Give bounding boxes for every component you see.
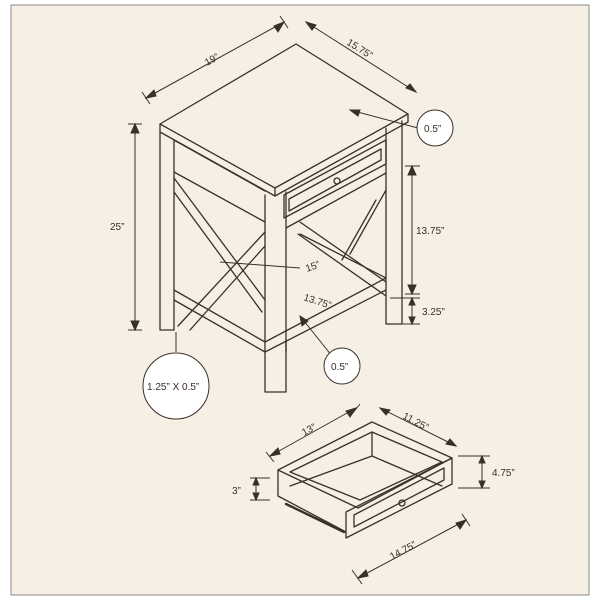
label-drawer-front-height: 4.75” — [492, 468, 515, 479]
lower-shelf-front — [173, 289, 387, 353]
label-shelf-thickness: 0.5” — [331, 362, 348, 373]
lower-shelf-top — [173, 233, 387, 343]
background-panel — [10, 4, 590, 596]
label-leg-size: 1.25” X 0.5” — [147, 382, 199, 393]
dim-line-depth — [305, 21, 417, 93]
label-table-height: 25” — [110, 222, 124, 233]
callout-circle-shelf — [323, 347, 361, 385]
drawer-knob-icon-2 — [398, 499, 406, 507]
arrowhead — [273, 20, 286, 33]
side-x-brace-a — [173, 177, 266, 301]
label-shelf-clearance: 3.25” — [422, 307, 445, 318]
drawer-face — [345, 457, 453, 539]
dim-line-drawer-width — [269, 407, 357, 457]
side-apron-bottom — [173, 171, 266, 223]
front-apron-bottom — [285, 172, 387, 229]
back-x-brace-a2 — [299, 221, 387, 283]
drawer-face-inset — [353, 467, 445, 528]
pointer-top-thickness — [349, 109, 419, 129]
back-left-leg — [159, 131, 175, 331]
back-x-brace-b2 — [341, 199, 377, 261]
arrowhead — [144, 89, 157, 99]
callout-circle-leg — [142, 352, 210, 420]
side-x-brace-a2 — [173, 191, 263, 313]
drawer-slide-rail — [284, 502, 346, 534]
drawer-knob-icon — [333, 177, 341, 185]
callout-circle-top — [416, 109, 454, 147]
pointer-shelf-width — [219, 261, 301, 269]
drawer-side — [277, 469, 347, 533]
label-drawer-interior-height: 3” — [232, 486, 241, 497]
label-shelf-width: 15” — [304, 260, 321, 275]
drawer-front-inset — [288, 148, 382, 212]
drawer-front — [283, 139, 387, 219]
dim-line-width — [145, 21, 285, 99]
front-left-leg — [264, 191, 287, 393]
label-drawer-opening: 13.75” — [416, 226, 444, 237]
drawer-inner-rim — [289, 431, 443, 501]
dim-line-drawer-face-width — [357, 519, 467, 579]
side-apron-top — [173, 139, 266, 192]
label-top-thickness: 0.5” — [424, 124, 441, 135]
drawer-floor — [289, 455, 443, 487]
dim-line-drawer-depth — [379, 407, 457, 447]
back-x-brace-b — [349, 189, 387, 255]
